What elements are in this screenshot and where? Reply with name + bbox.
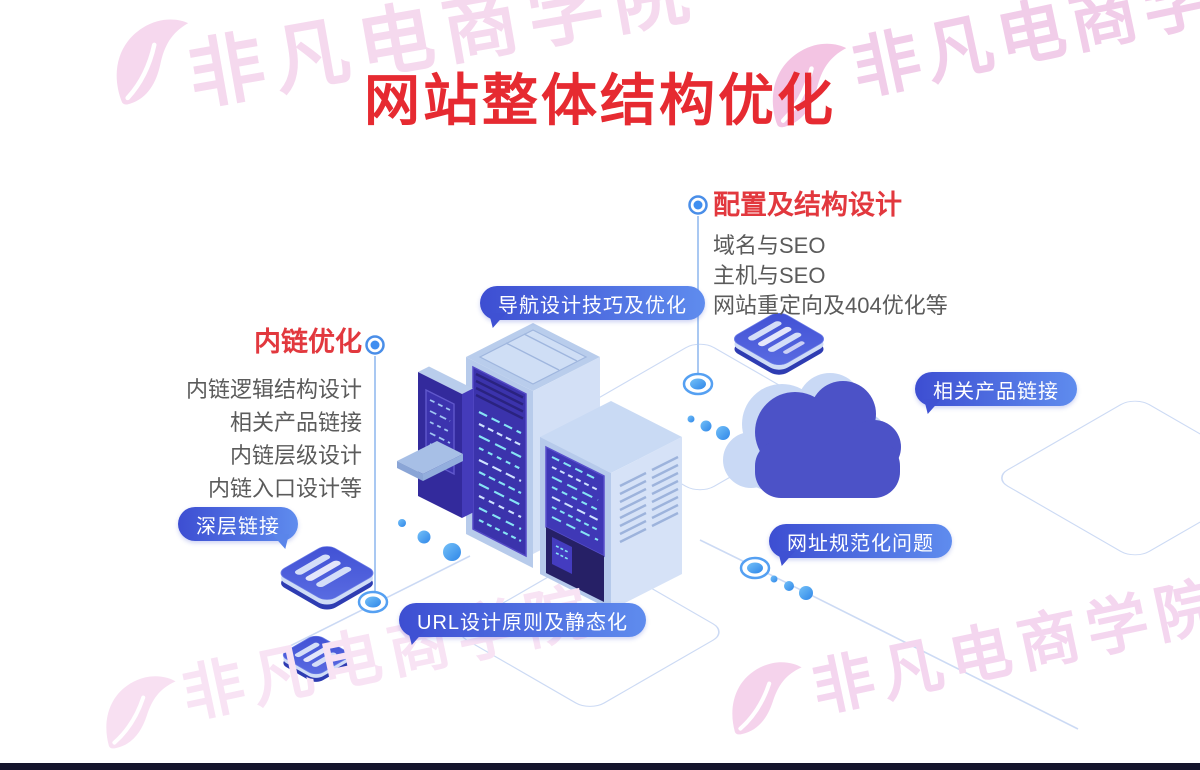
page-title: 网站整体结构优化 [364,69,836,132]
section-item: 相关产品链接 [229,410,362,435]
node-marker-icon [357,372,771,614]
section-config-structure: 配置及结构设计 域名与SEO 主机与SEO 网站重定向及404优化等 [713,183,948,321]
section-item: 内链层级设计 [229,443,362,468]
server-cluster-icon [397,323,682,610]
bubble-deep-links: 深层链接 [178,507,298,541]
circuit-chip-icon [280,313,825,682]
section-item: 内链逻辑结构设计 [185,377,362,402]
section-heading: 内链优化 [254,327,362,357]
bottom-bar [0,763,1200,770]
bubble-url-design: URL设计原则及静态化 [399,603,647,637]
section-item: 主机与SEO [713,263,826,288]
section-item: 内链入口设计等 [207,476,362,501]
bubble-related-links: 相关产品链接 [915,372,1077,406]
section-heading: 配置及结构设计 [713,190,902,220]
bubble-url-normalization: 网址规范化问题 [769,524,952,558]
bubble-nav-design: 导航设计技巧及优化 [480,286,705,320]
cloud-icon [723,373,901,498]
bullet-icon [365,195,708,355]
section-item: 域名与SEO [713,233,826,258]
section-item: 网站重定向及404优化等 [713,293,948,318]
section-internal-links: 内链优化 内链逻辑结构设计 相关产品链接 内链层级设计 内链入口设计等 [120,320,362,505]
dot-trail-icon [398,415,813,600]
